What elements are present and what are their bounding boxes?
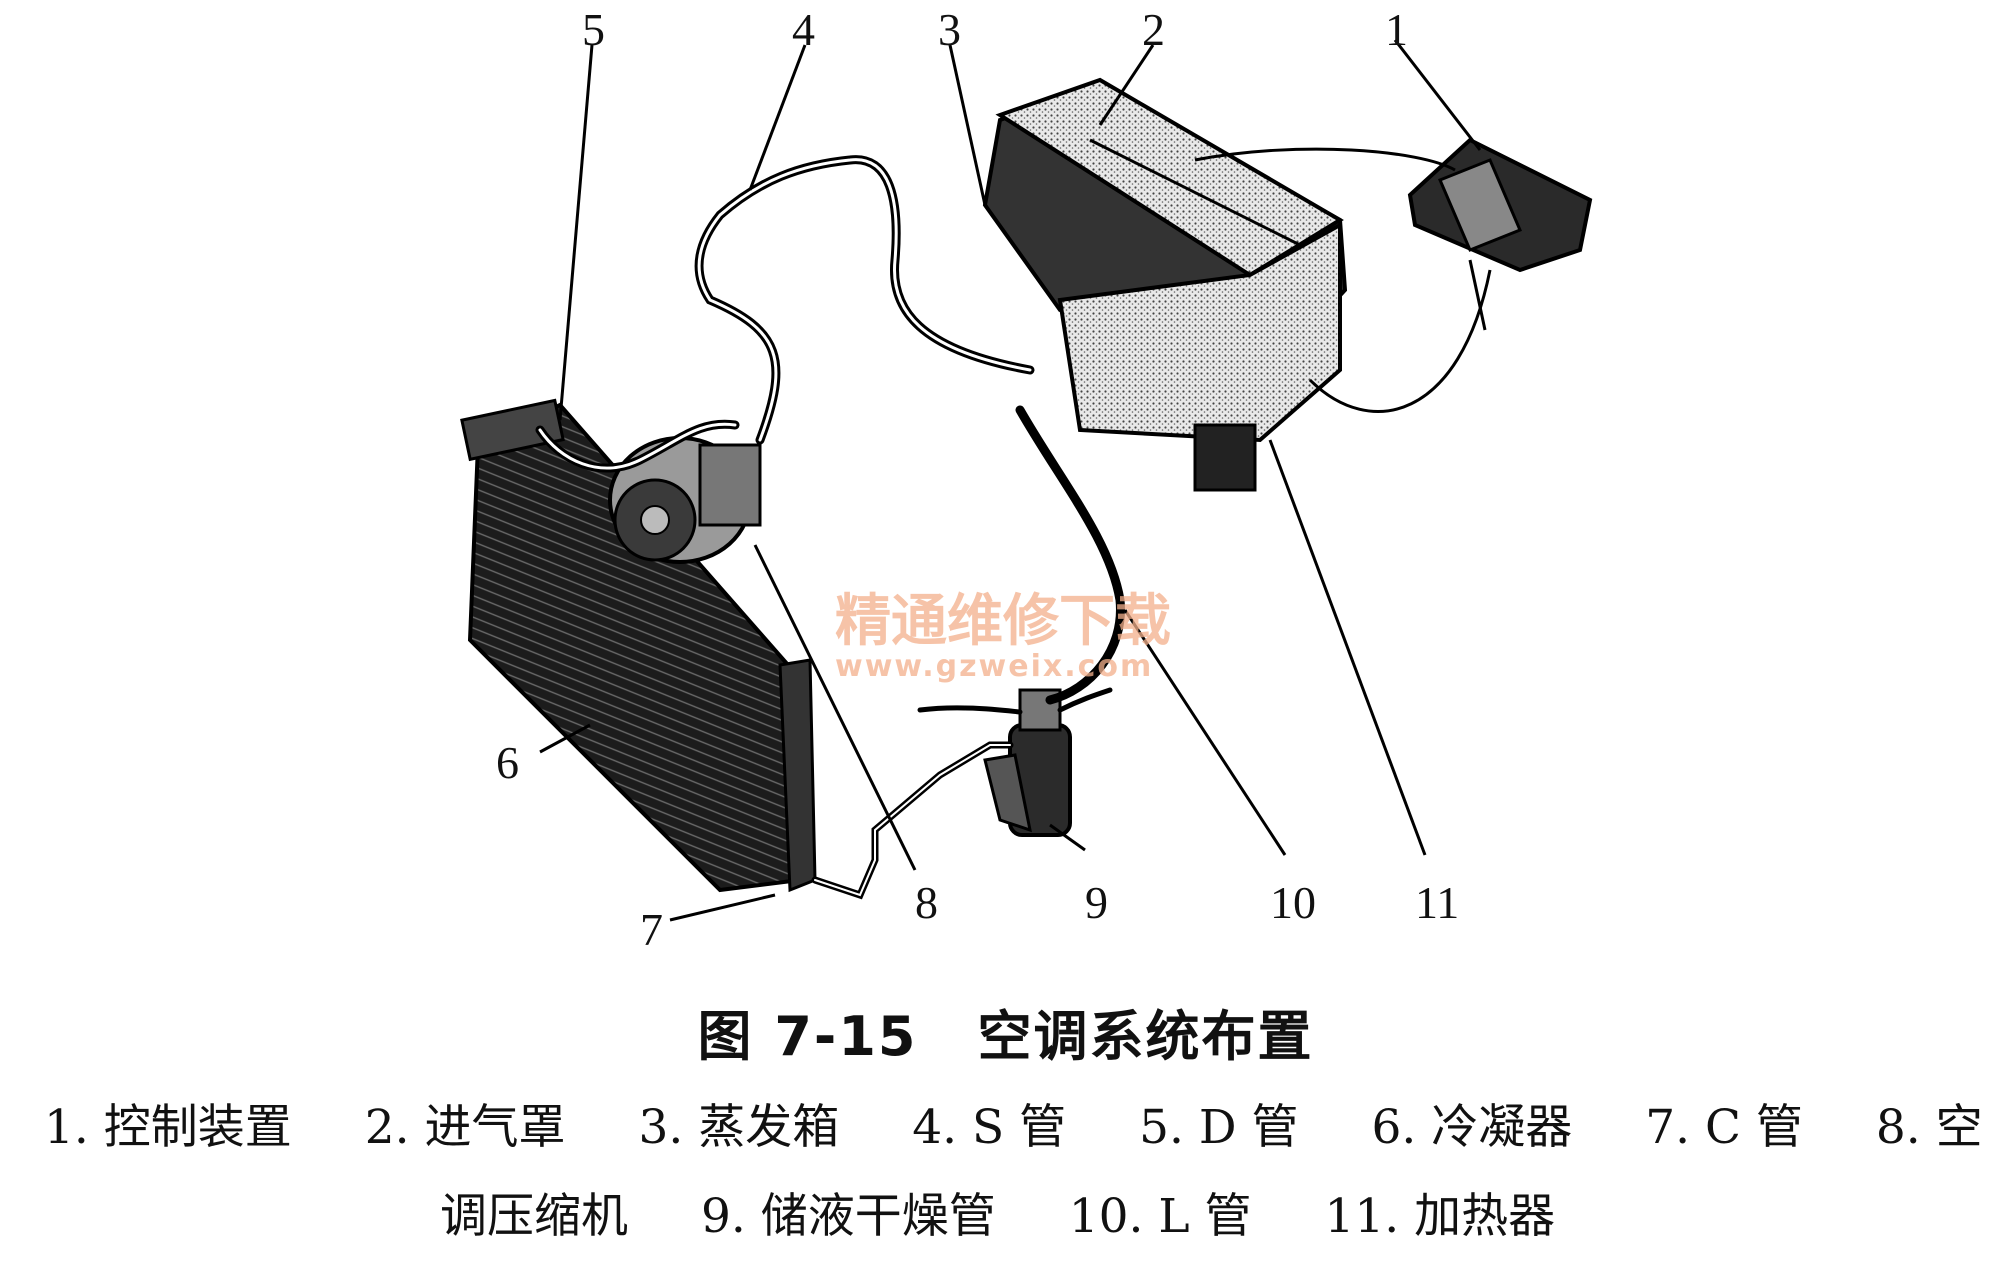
control-unit (1194, 137, 1593, 413)
legend-item: 1. 控制装置 (44, 1100, 292, 1155)
callout-11: 11 (1415, 877, 1459, 928)
watermark: 精通维修下载 www.gzweix.com (835, 589, 1171, 684)
callout-10: 10 (1270, 877, 1316, 928)
legend-item: 10. L 管 (1068, 1189, 1252, 1244)
figure-caption: 图 7-15 空调系统布置 (0, 992, 2011, 1071)
legend-item: 4. S 管 (912, 1100, 1067, 1155)
legend-line-2: 调压缩机 9. 储液干燥管 10. L 管 11. 加热器 (440, 1177, 2011, 1246)
legend-item: 9. 储液干燥管 (700, 1189, 996, 1244)
legend-item: 8. 空 (1875, 1100, 1983, 1155)
callout-5: 5 (582, 4, 605, 55)
refrigerant-hoses (535, 155, 1125, 900)
evaporator-heater-assembly (982, 77, 1348, 492)
legend-item: 6. 冷凝器 (1371, 1100, 1573, 1155)
legend-item: 7. C 管 (1645, 1100, 1803, 1155)
legend-item: 11. 加热器 (1324, 1189, 1556, 1244)
callout-2: 2 (1142, 4, 1165, 55)
legend-item: 3. 蒸发箱 (638, 1100, 840, 1155)
callout-labels: 1 2 3 4 5 6 7 8 9 10 11 (496, 4, 1459, 955)
compressor (608, 436, 762, 564)
callout-3: 3 (938, 4, 961, 55)
legend-item: 5. D 管 (1139, 1100, 1299, 1155)
caption-title: 空调系统布置 (977, 1005, 1314, 1068)
watermark-url: www.gzweix.com (835, 649, 1153, 684)
receiver-drier (983, 688, 1072, 837)
callout-9: 9 (1085, 877, 1108, 928)
callout-1: 1 (1385, 4, 1408, 55)
leader-lines (539, 39, 1482, 922)
callout-4: 4 (792, 4, 815, 55)
ac-system-diagram: 精通维修下载 www.gzweix.com 1 2 3 4 5 6 7 8 9 … (460, 4, 1593, 955)
legend-item: 2. 进气罩 (364, 1100, 566, 1155)
callout-7: 7 (640, 904, 663, 955)
callout-8: 8 (915, 877, 938, 928)
legend-item: 调压缩机 (440, 1189, 628, 1244)
caption-number: 图 7-15 (697, 1005, 918, 1068)
watermark-title: 精通维修下载 (835, 589, 1171, 654)
legend-line-1: 1. 控制装置 2. 进气罩 3. 蒸发箱 4. S 管 5. D 管 6. 冷… (44, 1088, 2011, 1157)
callout-6: 6 (496, 737, 519, 788)
